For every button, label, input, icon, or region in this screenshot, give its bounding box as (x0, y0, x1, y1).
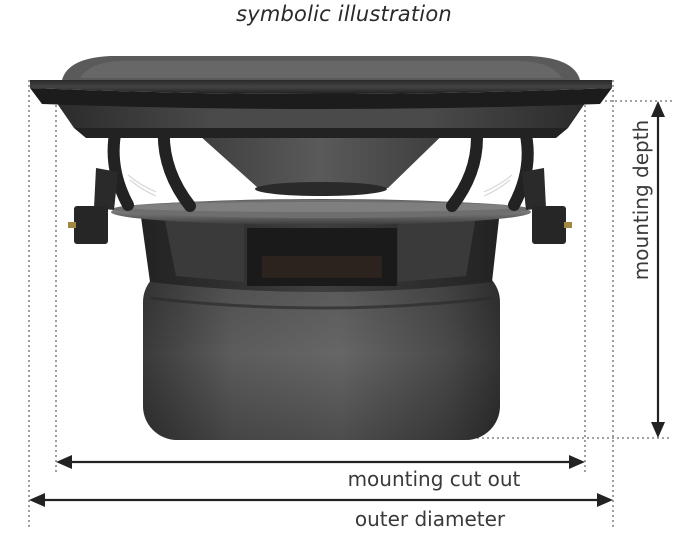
top-flange (30, 80, 612, 109)
motor-housing (140, 210, 500, 292)
surround (62, 56, 580, 80)
lower-flange-ring (111, 199, 531, 225)
illustration-caption: symbolic illustration (236, 2, 452, 26)
magnet-assembly (143, 268, 500, 440)
outer-diameter-label: outer diameter (355, 507, 506, 531)
subwoofer-illustration (30, 56, 612, 440)
mounting-cut-out-label: mounting cut out (348, 467, 521, 491)
left-terminal (68, 168, 118, 244)
dimension-lines (29, 101, 665, 507)
mounting-cut-out-arrow (56, 455, 585, 469)
mounting-depth-label: mounting depth (629, 120, 653, 280)
right-terminal (522, 168, 572, 244)
outer-diameter-arrow (29, 493, 613, 507)
spoke-wires (127, 174, 513, 197)
mounting-depth-arrow (651, 101, 665, 438)
